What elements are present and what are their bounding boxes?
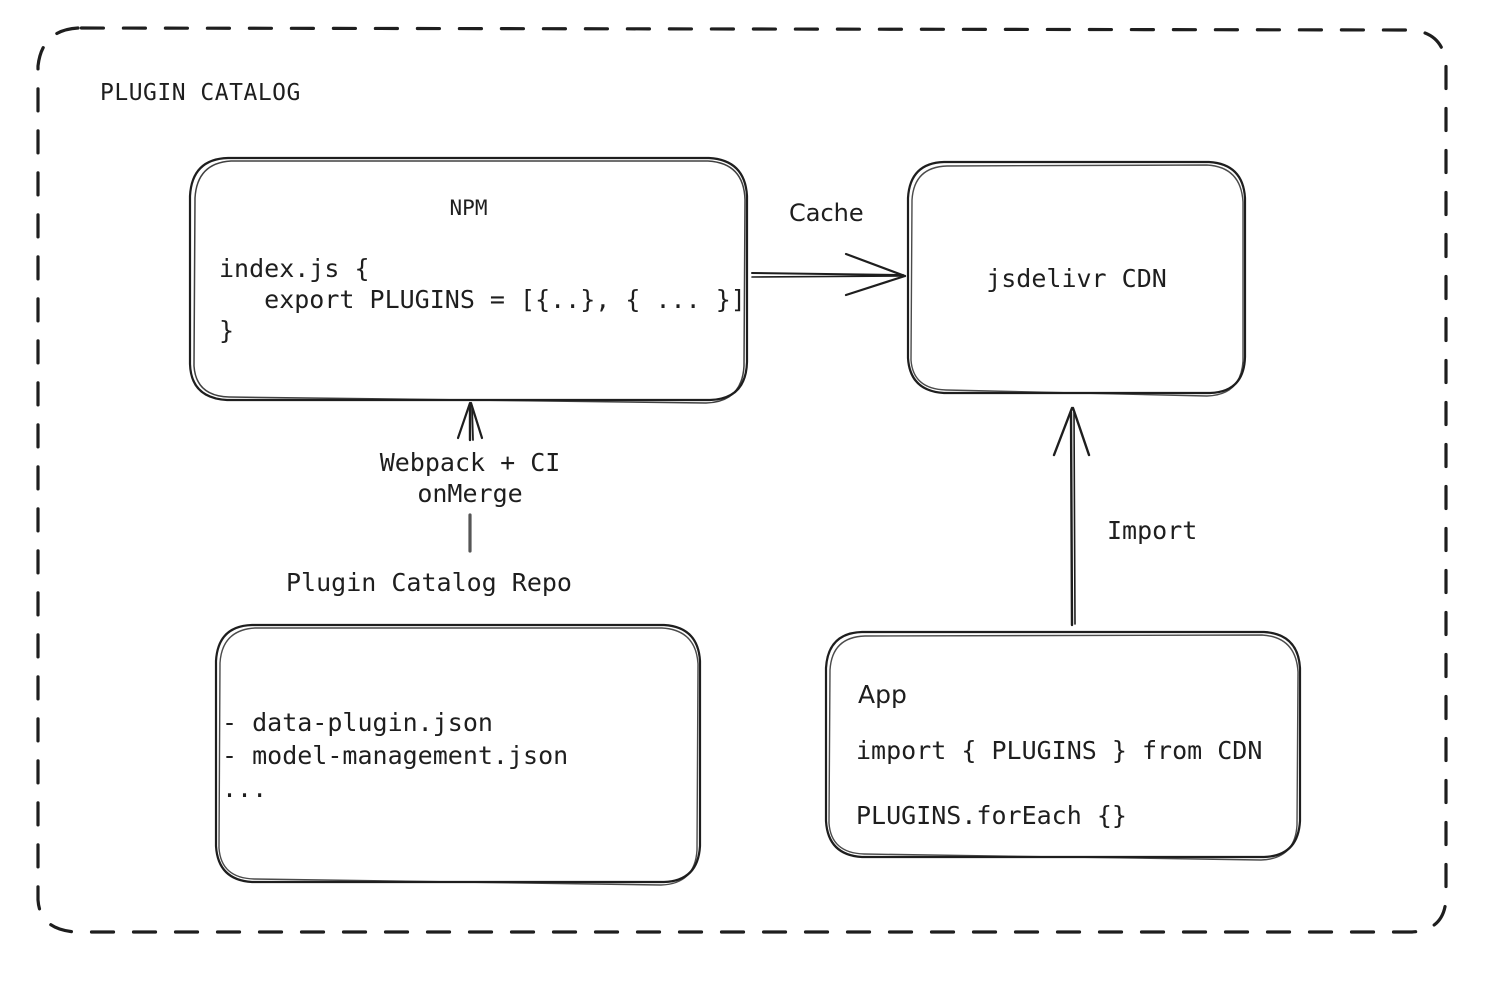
cdn-node-label: jsdelivr CDN: [986, 264, 1167, 293]
repo-file-line: - data-plugin.json: [222, 708, 493, 737]
build-edge-label-line-2: onMerge: [417, 479, 523, 508]
npm-node-title: NPM: [449, 196, 488, 220]
repo-file-line: ...: [222, 774, 268, 803]
repo-node-caption: Plugin Catalog Repo: [286, 568, 572, 597]
app-code-line: import { PLUGINS } from CDN: [856, 736, 1263, 765]
build-arrow: [456, 401, 484, 553]
cache-arrow: [751, 252, 907, 297]
app-node-title: App: [858, 680, 907, 709]
app-code-line: PLUGINS.forEach {}: [856, 801, 1127, 830]
cache-edge-label: Cache: [789, 199, 864, 227]
build-edge-label-line-1: Webpack + CI: [379, 448, 561, 477]
group-title: PLUGIN CATALOG: [100, 80, 301, 106]
npm-code-line: export PLUGINS = [{..}, { ... }]: [219, 285, 746, 314]
npm-code-line: index.js {: [219, 254, 370, 283]
import-arrow: [1052, 406, 1091, 627]
import-edge-label: Import: [1107, 516, 1198, 545]
npm-code-line: }: [219, 316, 235, 345]
repo-file-line: - model-management.json: [222, 741, 569, 770]
